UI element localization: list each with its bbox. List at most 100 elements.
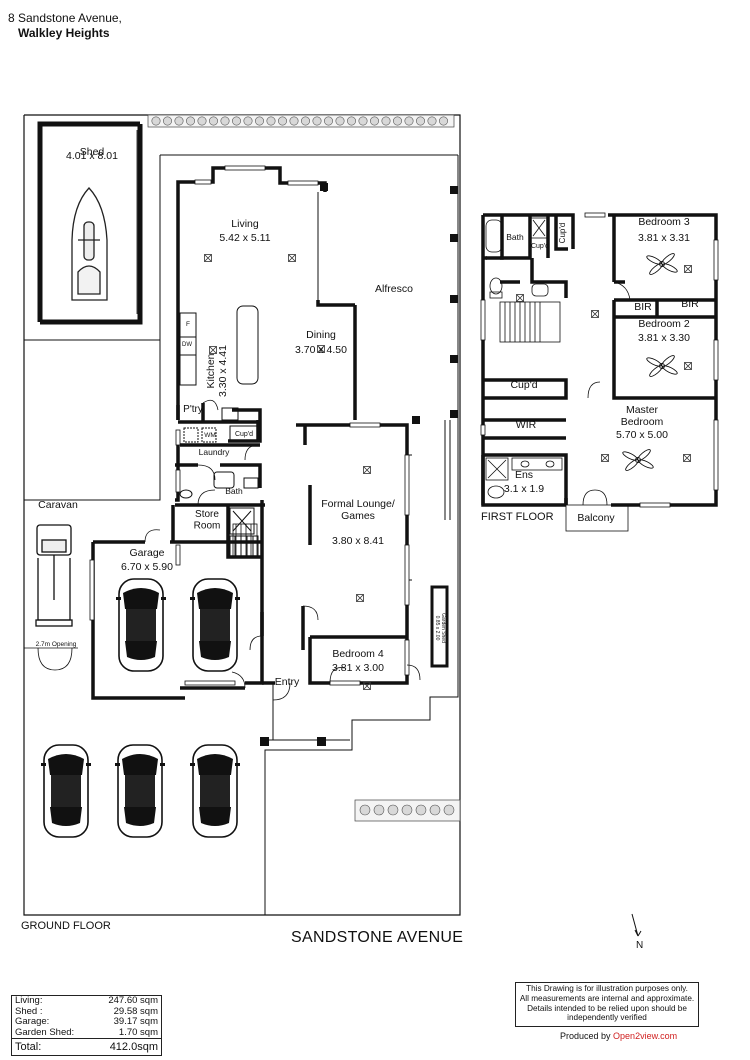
first-floor-fixtures: [485, 217, 631, 532]
light-icon: [683, 454, 691, 462]
light-icon: [363, 682, 371, 690]
room-label-formal-lounge-games: Formal Lounge/Games: [321, 498, 395, 522]
room-dimensions: 3.70 x 4.50: [295, 344, 347, 356]
light-icon: [288, 254, 296, 262]
room-label-kitchen: Kitchen3.30 x 4.41: [205, 345, 229, 397]
fixture-label: F: [186, 321, 190, 328]
total-label: Total:: [15, 1041, 42, 1053]
room-label-living: Living: [231, 218, 259, 230]
room-label-cup-d: Cup'd: [531, 243, 549, 250]
driveway-gate: [24, 647, 78, 671]
hedge-shrubs-top: [151, 116, 448, 126]
shrub-icon: [415, 804, 427, 816]
area-row: Shed :29.58 sqm: [12, 1006, 161, 1018]
ceiling-fans: [622, 253, 678, 471]
shrub-icon: [427, 116, 437, 126]
light-icon: [601, 454, 609, 462]
shrub-icon: [220, 116, 230, 126]
area-value: 1.70 sqm: [118, 1026, 158, 1038]
shrub-icon: [401, 804, 413, 816]
shrub-icon: [438, 116, 448, 126]
room-label-entry: Entry: [275, 676, 300, 688]
garden-shed-label: Garden Shed0.85 x 2.00: [434, 613, 446, 643]
area-label: Living:: [15, 995, 43, 1006]
ceiling-fan-icon: [646, 253, 678, 275]
shrub-icon: [277, 116, 287, 126]
producer-brand: Open2view.com: [613, 1031, 678, 1041]
light-icon: [363, 466, 371, 474]
shrub-icon: [300, 116, 310, 126]
room-label-bath: Bath: [225, 486, 243, 496]
room-label-bedroom-4: Bedroom 4: [332, 648, 384, 660]
hedge-shrubs-bottom: [359, 804, 455, 816]
light-markers: [204, 254, 692, 690]
shrub-icon: [232, 116, 242, 126]
light-icon: [516, 294, 524, 302]
columns: [260, 183, 458, 746]
ceiling-fan-icon: [646, 355, 678, 377]
first-floor-walls: [481, 213, 718, 507]
shrub-icon: [429, 804, 441, 816]
kitchen-fixtures: [179, 305, 259, 557]
cars: [41, 578, 240, 838]
room-label-garage: Garage: [129, 547, 164, 559]
area-label: Garage:: [15, 1016, 50, 1027]
disclaimer-line: Details intended to be relied upon shoul…: [527, 1003, 687, 1013]
shrub-icon: [335, 116, 345, 126]
room-label-shed: Shed: [80, 146, 105, 158]
area-row: Garden Shed:1.70 sqm: [12, 1026, 161, 1039]
caravan-icon: [35, 524, 73, 627]
shrub-icon: [197, 116, 207, 126]
total-value: 412.0sqm: [109, 1041, 158, 1053]
shrub-icon: [443, 804, 455, 816]
shrub-icon: [404, 116, 414, 126]
room-dimensions: 4.01 x 8.01: [66, 150, 118, 162]
shrub-icon: [415, 116, 425, 126]
car-icon: [41, 744, 91, 838]
room-dimensions: 3.81 x 3.31: [638, 232, 690, 244]
producer-credit: Produced by Open2view.com: [560, 1031, 677, 1041]
room-label-ens: Ens: [515, 469, 533, 481]
room-dimensions: 5.42 x 5.11: [219, 232, 270, 244]
stairs-ground: [232, 523, 258, 557]
light-icon: [204, 254, 212, 262]
fixture-label: DW: [182, 342, 192, 348]
car-icon: [116, 578, 166, 672]
shrub-icon: [151, 116, 161, 126]
room-label-wir: WIR: [516, 419, 537, 431]
windows: [89, 165, 410, 686]
room-label-caravan: Caravan: [38, 499, 78, 511]
shrub-icon: [186, 116, 196, 126]
room-dimensions: 3.81 x 3.30: [638, 332, 690, 344]
light-icon: [356, 594, 364, 602]
room-label-balcony: Balcony: [577, 512, 615, 524]
opening-label: 2.7m Opening: [36, 641, 77, 648]
area-total: Total: 412.0sqm: [12, 1038, 161, 1055]
first-floor-windows: [480, 212, 719, 508]
room-label-bedroom-2: Bedroom 2: [638, 318, 690, 330]
light-icon: [209, 346, 217, 354]
room-label-bedroom-3: Bedroom 3: [638, 216, 690, 228]
shrub-icon: [174, 116, 184, 126]
thin-lines: [262, 155, 459, 915]
north-label: N: [636, 940, 644, 951]
room-label-bir: BIR: [681, 298, 699, 310]
disclaimer-box: This Drawing is for illustration purpose…: [515, 982, 699, 1027]
shrub-icon: [359, 804, 371, 816]
shrub-icon: [392, 116, 402, 126]
shrub-icon: [387, 804, 399, 816]
light-icon: [317, 345, 325, 353]
shrub-icon: [323, 116, 333, 126]
room-dimensions: 5.70 x 5.00: [616, 429, 668, 441]
room-dimensions: 3.81 x 3.00: [332, 662, 384, 674]
shrub-icon: [209, 116, 219, 126]
boat-icon: [71, 187, 108, 301]
disclaimer-line: All measurements are internal and approx…: [519, 993, 695, 1003]
room-label-p-try: P'try: [183, 404, 203, 415]
room-label-dining: Dining: [306, 329, 336, 341]
room-label-cup-d: Cup'd: [510, 379, 537, 391]
car-icon: [190, 578, 240, 672]
street-name: SANDSTONE AVENUE: [291, 929, 464, 946]
room-dimensions: 6.70 x 5.90: [121, 561, 173, 573]
